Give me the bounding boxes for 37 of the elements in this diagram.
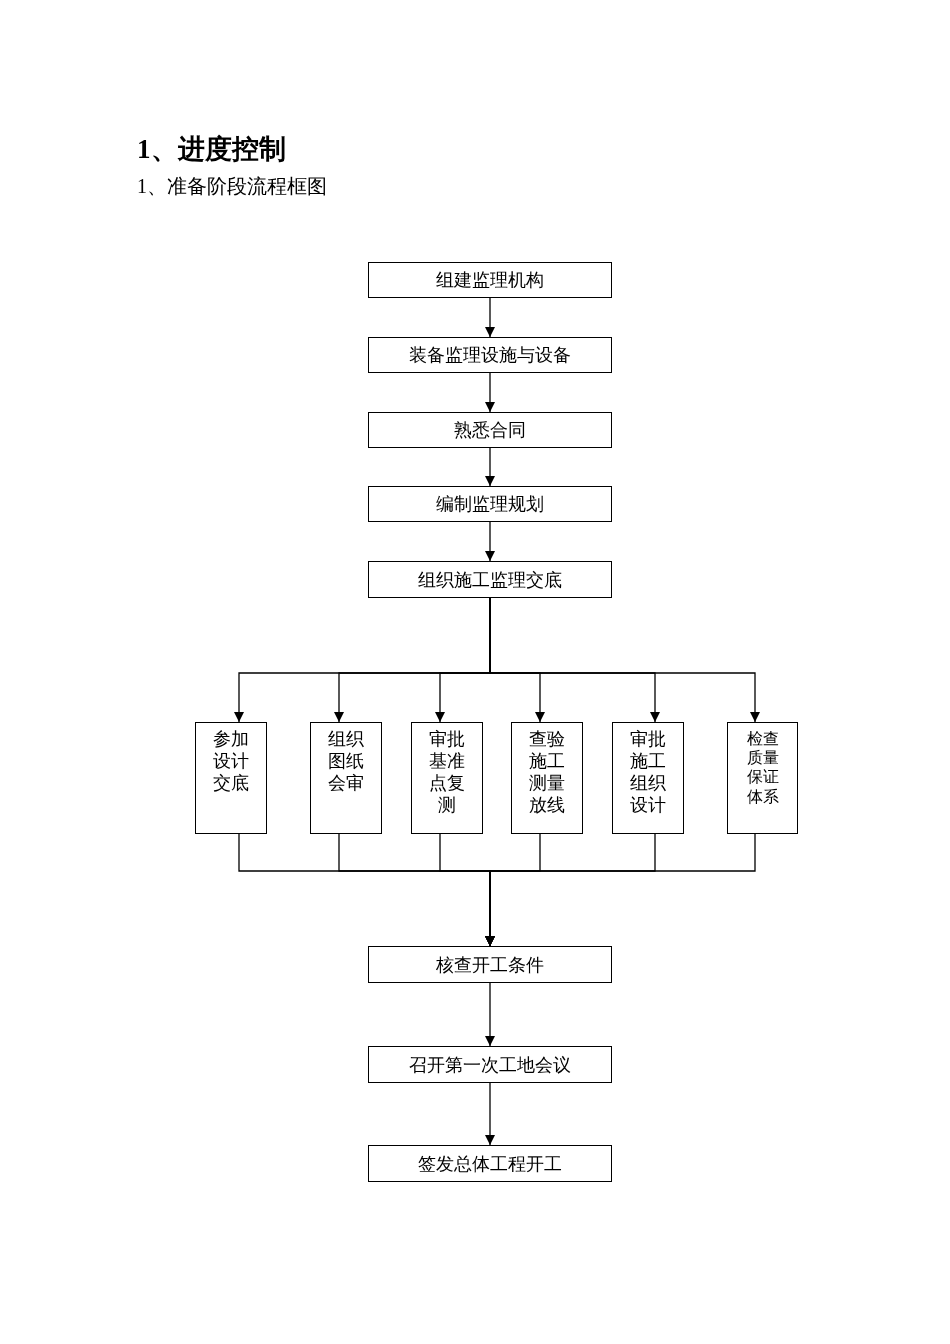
process-box bbox=[368, 1145, 612, 1182]
arrow bbox=[485, 372, 495, 413]
process-box bbox=[368, 946, 612, 983]
arrow bbox=[485, 297, 495, 338]
box-text: 参加设计交底 bbox=[213, 729, 249, 795]
box-text: 熟悉合同 bbox=[454, 419, 526, 442]
arrow bbox=[485, 1082, 495, 1146]
process-box bbox=[368, 1046, 612, 1083]
box-text: 编制监理规划 bbox=[436, 493, 544, 516]
box-text: 检查质量保证体系 bbox=[746, 729, 779, 807]
arrow bbox=[485, 521, 495, 562]
process-box bbox=[195, 722, 267, 834]
box-text: 装备监理设施与设备 bbox=[409, 344, 571, 367]
box-text: 核查开工条件 bbox=[436, 953, 544, 977]
subheading: 1、准备阶段流程框图 bbox=[137, 174, 327, 199]
box-text: 审批基准点复测 bbox=[429, 729, 465, 817]
heading: 1、进度控制 bbox=[137, 133, 286, 166]
process-box bbox=[612, 722, 684, 834]
arrow bbox=[485, 447, 495, 487]
box-text: 组织施工监理交底 bbox=[418, 568, 562, 592]
box-text: 组建监理机构 bbox=[436, 269, 544, 292]
box-text: 召开第一次工地会议 bbox=[409, 1053, 571, 1077]
process-box bbox=[368, 337, 612, 373]
process-box bbox=[368, 486, 612, 522]
process-box bbox=[310, 722, 382, 834]
process-box bbox=[727, 722, 798, 834]
process-box bbox=[511, 722, 583, 834]
process-box bbox=[368, 561, 612, 598]
process-box bbox=[411, 722, 483, 834]
arrow bbox=[485, 982, 495, 1047]
box-text: 组织图纸会审 bbox=[328, 729, 364, 795]
box-text: 审批施工组织设计 bbox=[630, 729, 666, 817]
box-text: 查验施工测量放线 bbox=[529, 729, 565, 817]
process-box bbox=[368, 412, 612, 448]
arrow bbox=[485, 833, 756, 947]
process-box bbox=[368, 262, 612, 298]
box-text: 签发总体工程开工 bbox=[418, 1152, 562, 1176]
